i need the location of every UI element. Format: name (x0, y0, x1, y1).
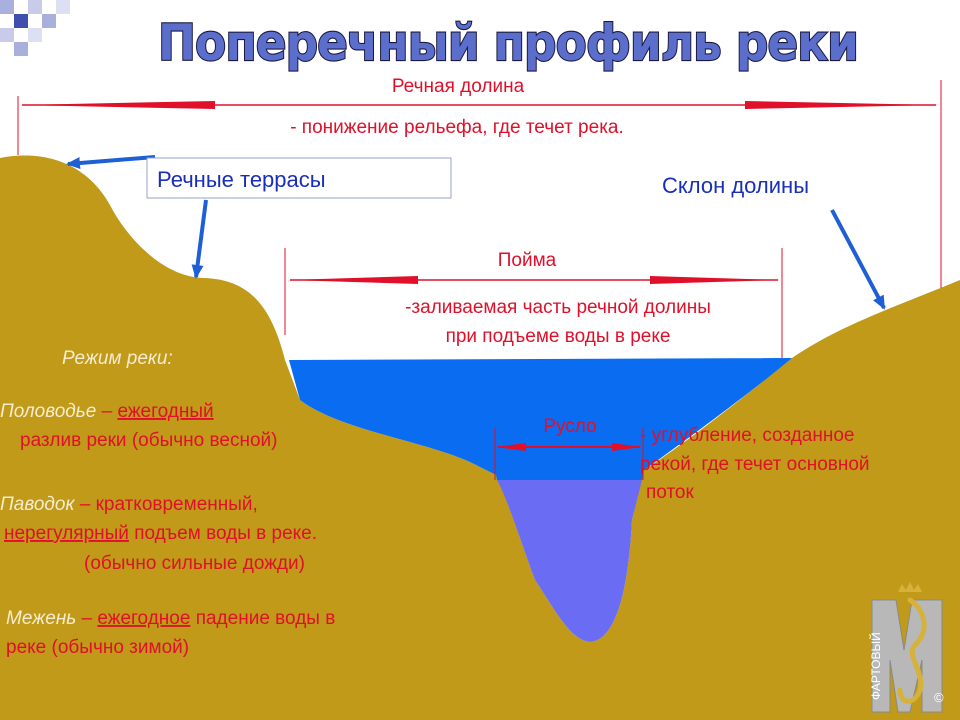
logo-copyright: © (934, 690, 944, 705)
regime-polovodye-line1: Половодье – ежегодный (0, 401, 214, 422)
regime-pavodok-line2: нерегулярный подъем воды в реке. (4, 523, 317, 544)
page-title: Поперечный профиль реки (158, 14, 858, 72)
mezhen-keyword: ежегодное (97, 608, 190, 629)
mezhen-rest1: падение воды в (190, 608, 335, 629)
mezhen-dash: – (76, 608, 97, 629)
channel-definition-line3: поток (646, 482, 694, 503)
floodplain-definition-line1: -заливаемая часть речной долины (405, 297, 711, 318)
crown-icon (898, 582, 922, 592)
ground-profile (0, 155, 960, 720)
corner-decoration (0, 0, 70, 56)
pavodok-rest2: подъем воды в реке. (129, 523, 317, 544)
channel-width-arrow (496, 443, 642, 451)
fartovy-logo: ФАРТОВЫЙ © (868, 582, 944, 713)
floodplain-water (289, 358, 792, 480)
pavodok-term: Паводок (0, 494, 75, 515)
valley-width-arrow (20, 101, 940, 109)
slope-label: Склон долины (662, 173, 809, 198)
terrace-arrow-left (66, 155, 156, 170)
floodplain-width-arrow (287, 276, 781, 284)
polovodye-dash: – (102, 401, 118, 422)
polovodye-keyword: ежегодный (117, 401, 213, 422)
terrace-arrow-down (191, 199, 208, 279)
regime-pavodok-line3: (обычно сильные дожди) (84, 553, 305, 574)
slope-arrow (830, 209, 886, 310)
valley-name: Речная долина (392, 76, 525, 97)
regime-pavodok-line1: Паводок – кратковременный, (0, 494, 258, 515)
channel-definition-line1: - углубление, созданное (640, 425, 854, 446)
regime-mezhen-line1: Межень – ежегодное падение воды в (6, 608, 335, 629)
channel-water (497, 480, 642, 642)
terraces-label: Речные террасы (157, 167, 326, 192)
pavodok-rest1: – кратковременный, (74, 494, 257, 515)
regime-polovodye-line2: разлив реки (обычно весной) (20, 430, 277, 451)
terraces-label-box (146, 157, 452, 199)
lizard-icon (897, 597, 927, 704)
mezhen-term: Межень (6, 608, 76, 629)
floodplain-definition-line2: при подъеме воды в реке (446, 326, 671, 347)
logo-text: ФАРТОВЫЙ (868, 632, 883, 700)
pavodok-keyword: нерегулярный (4, 523, 129, 544)
valley-definition: - понижение рельефа, где течет река. (290, 117, 624, 138)
polovodye-term: Половодье (0, 401, 102, 422)
regime-heading: Режим реки: (62, 348, 173, 369)
channel-name: Русло (543, 416, 596, 437)
floodplain-name: Пойма (498, 250, 557, 271)
channel-definition-line2: рекой, где течет основной (640, 454, 870, 475)
regime-mezhen-line2: реке (обычно зимой) (6, 637, 189, 658)
